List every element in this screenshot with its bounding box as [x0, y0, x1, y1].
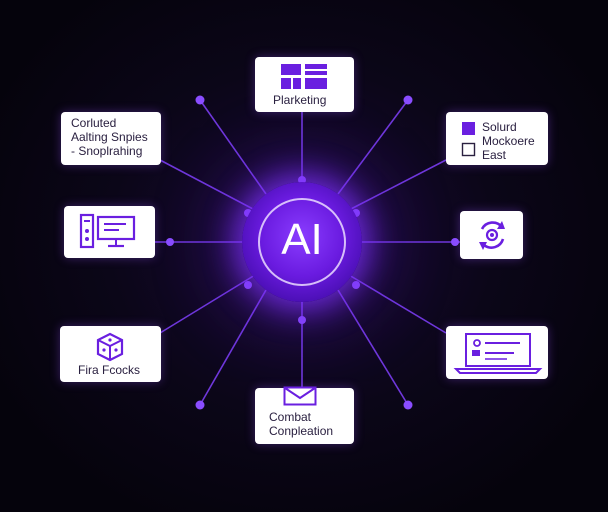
connector-node — [403, 95, 413, 105]
card-marketing-label: Plarketing — [273, 93, 327, 107]
connector-node — [195, 400, 205, 410]
card-top-right[interactable]: Solurd Mockoere East — [446, 112, 548, 165]
layout-grid-icon — [281, 64, 327, 89]
connector-node — [244, 281, 252, 289]
connector-node — [166, 238, 174, 246]
card-top-right-line1: Solurd — [482, 120, 517, 134]
spoke-upper-right — [337, 99, 409, 195]
card-top-left-line3: - Snoplrahing — [71, 144, 143, 158]
card-marketing[interactable]: Plarketing — [255, 57, 354, 112]
connector-bottom-right — [348, 274, 447, 334]
card-top-left-line1: Corluted — [71, 116, 117, 130]
card-top-left[interactable]: Corluted Aalting Snpies - Snoplrahing — [61, 112, 161, 165]
connector-node — [403, 400, 413, 410]
card-desktop[interactable] — [64, 206, 155, 258]
card-contact-line1: Combat — [269, 410, 312, 424]
connector-node — [298, 316, 306, 324]
card-laptop[interactable] — [446, 326, 548, 379]
ai-hub-label: AI — [281, 215, 323, 264]
card-top-left-line2: Aalting Snpies — [71, 130, 148, 144]
spoke-lower-right — [337, 289, 409, 406]
refresh-cycle-icon — [479, 221, 505, 250]
card-top-right-line2: Mockoere — [482, 134, 535, 148]
ai-hub-ring — [258, 198, 346, 286]
cube-icon — [96, 332, 124, 362]
card-top-right-text: Solurd Mockoere East — [482, 120, 535, 162]
spoke-lower-left — [199, 289, 267, 406]
laptop-icon — [453, 333, 543, 374]
checkbox-icon — [461, 122, 476, 157]
connector-top-right — [348, 159, 447, 211]
card-bottom-left[interactable]: Fira Fcocks — [60, 326, 161, 382]
connector-node — [195, 95, 205, 105]
card-sync[interactable] — [460, 211, 523, 259]
connector-top-left — [159, 159, 256, 211]
card-top-right-line3: East — [482, 148, 507, 162]
card-contact-line2: Conpleation — [269, 424, 334, 438]
desktop-computer-icon — [79, 213, 136, 249]
card-contact[interactable]: Combat Conpleation — [255, 386, 354, 444]
connector-bottom-left — [159, 274, 256, 334]
card-contact-text: Combat Conpleation — [269, 410, 333, 438]
connector-node — [451, 238, 459, 246]
connector-node — [352, 281, 360, 289]
envelope-icon — [283, 386, 317, 406]
spoke-upper-left — [199, 99, 267, 195]
card-bottom-left-label: Fira Fcocks — [78, 363, 141, 377]
